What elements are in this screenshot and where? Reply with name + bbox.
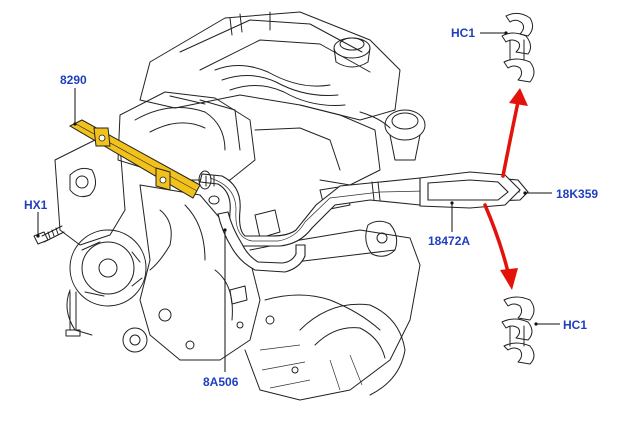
callout-hc1-top: HC1 [451, 26, 475, 40]
callout-18k359: 18K359 [556, 187, 598, 201]
arrow-to-top-clip-icon [501, 88, 528, 178]
arrow-to-bottom-clip-icon [483, 203, 518, 290]
clip-hc1-top-icon [501, 12, 535, 83]
leader-lines [36, 31, 560, 372]
callout-8a506: 8A506 [203, 375, 239, 389]
callout-hc1-bottom: HC1 [563, 318, 587, 332]
callout-8290: 8290 [60, 73, 87, 87]
clip-hc1-bottom-icon [501, 296, 535, 365]
fuel-rail-8290-highlight [68, 119, 201, 199]
bolt-hx1-icon [33, 225, 65, 245]
callout-18472a: 18472A [428, 234, 470, 248]
hose-assembly-18472a [198, 170, 529, 273]
callout-hx1: HX1 [24, 198, 48, 212]
